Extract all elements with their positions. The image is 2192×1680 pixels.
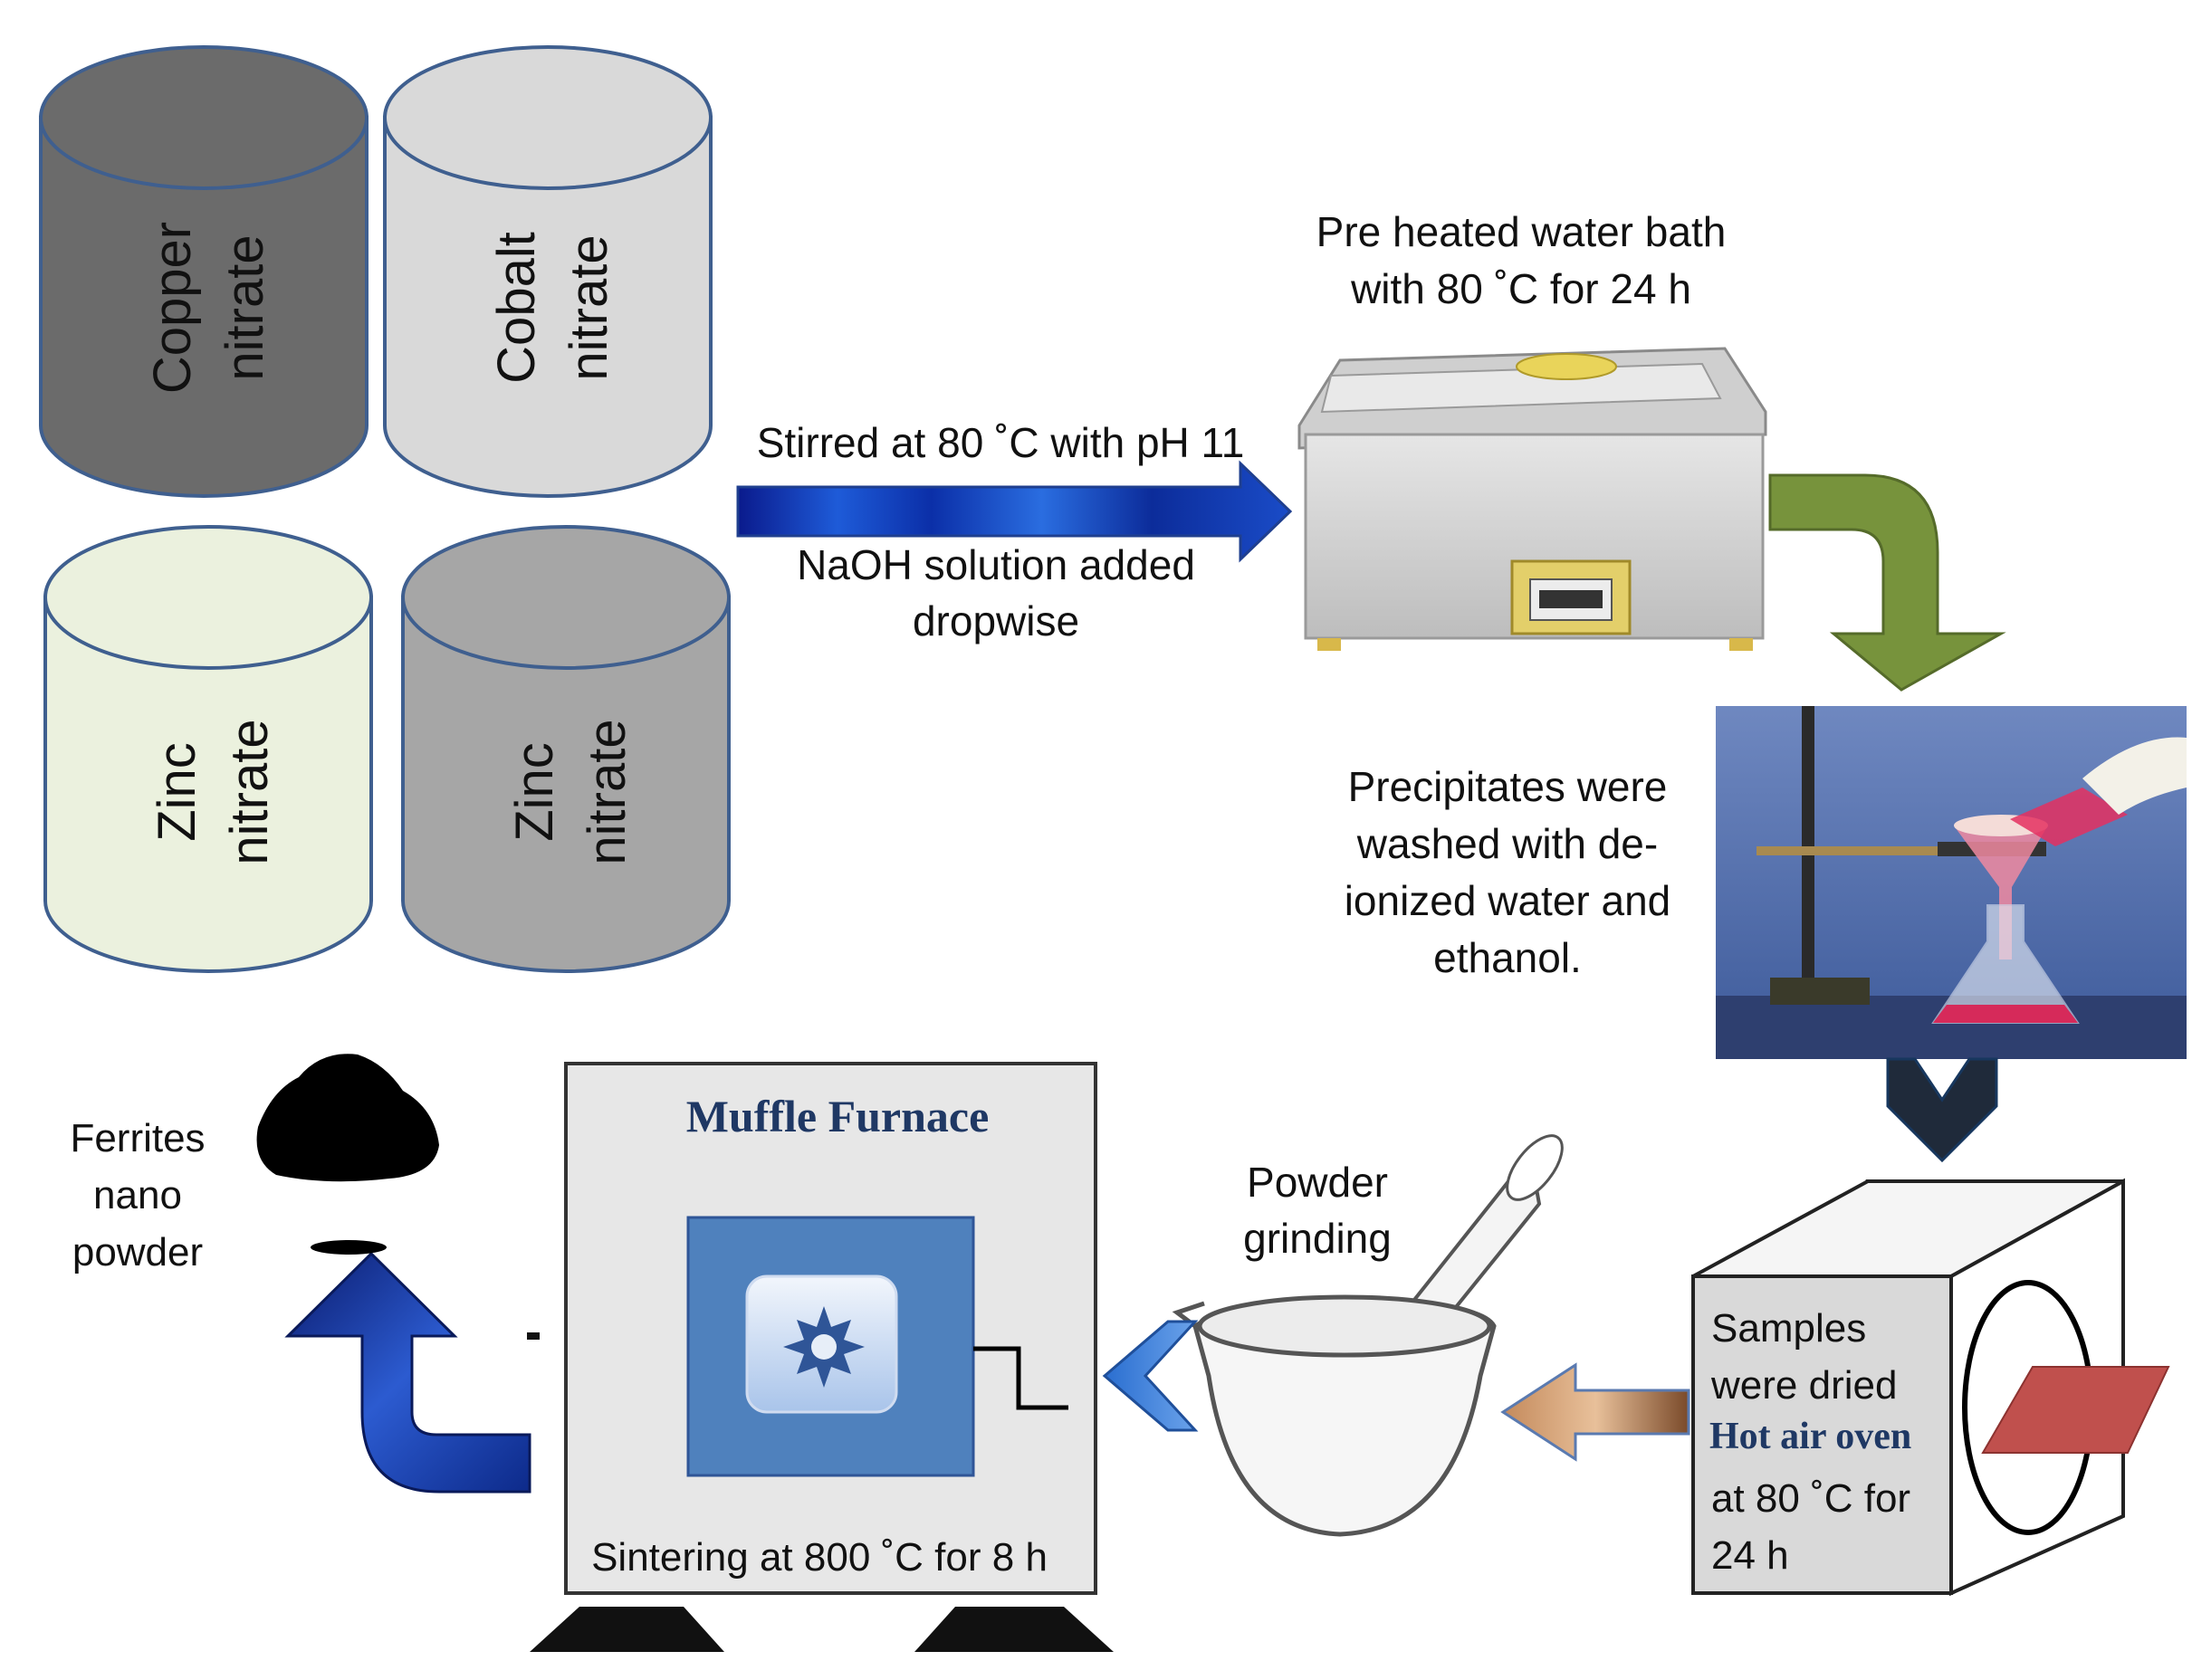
- washing-label-line3: ionized water and: [1345, 877, 1671, 924]
- up-arrow-icon: [284, 1251, 531, 1494]
- stirring-label: Stirred at 80 ˚C with pH 11: [757, 419, 1245, 466]
- grinding-label-line2: grinding: [1243, 1215, 1392, 1262]
- cylinder-label-line1: Copper: [143, 222, 202, 394]
- oven-label-line3: at 80 ˚C for: [1711, 1476, 1910, 1521]
- left-arrow-icon: [1500, 1362, 1690, 1462]
- powder-pile-icon: [256, 1054, 439, 1182]
- oven-tray: [1981, 1366, 2170, 1454]
- cylinder-zinc-nitrate-a: Zinc nitrate: [43, 525, 373, 973]
- oven-title: Hot air oven: [1709, 1416, 1911, 1457]
- water-bath-image: [1297, 347, 1767, 651]
- muffle-furnace-step: Muffle Furnace Sintering at 800 ˚C for 8…: [527, 1062, 1114, 1652]
- cylinder-label-line1: Cobalt: [487, 232, 546, 384]
- oven-label-line1: Samples: [1711, 1306, 1866, 1351]
- ferrites-product: Ferrites nano powder: [70, 1054, 439, 1274]
- water-bath-label-line2: with 80 ˚C for 24 h: [1350, 265, 1691, 312]
- mortar-and-pestle-icon: [1172, 1134, 1564, 1537]
- ferrites-label-line3: powder: [72, 1230, 203, 1274]
- cylinder-label-line1: Zinc: [505, 742, 564, 842]
- furnace-title: Muffle Furnace: [686, 1091, 990, 1141]
- furnace-foot-left: [530, 1607, 724, 1652]
- oven-box: [1691, 1178, 2170, 1597]
- water-bath-step: Pre heated water bath with 80 ˚C for 24 …: [1297, 208, 1767, 651]
- stirring-step: Stirred at 80 ˚C with pH 11 NaOH solutio…: [736, 419, 1293, 644]
- sintering-label: Sintering at 800 ˚C for 8 h: [591, 1535, 1048, 1580]
- naoh-label-line1: NaOH solution added: [797, 541, 1195, 588]
- cylinder-label-line1: Zinc: [148, 742, 206, 842]
- oven-label-line2: were dried: [1710, 1363, 1897, 1408]
- chevron-down-icon: [1886, 1057, 1998, 1163]
- hot-air-oven-step: Samples were dried Hot air oven at 80 ˚C…: [1691, 1178, 2170, 1597]
- filtration-photo: [1716, 706, 2187, 1059]
- furnace-foot-right: [914, 1607, 1114, 1652]
- cylinder-label-line2: nitrate: [215, 234, 274, 380]
- naoh-label-line2: dropwise: [913, 597, 1079, 644]
- cylinder-label-line2: nitrate: [578, 719, 637, 864]
- ferrites-label-line1: Ferrites: [70, 1116, 205, 1160]
- washing-label-line1: Precipitates were: [1348, 763, 1668, 810]
- cylinder-zinc-nitrate-b: Zinc nitrate: [401, 525, 731, 973]
- curved-down-arrow-icon: [1768, 473, 2006, 692]
- grinding-label-line1: Powder: [1247, 1159, 1388, 1206]
- oven-label-line4: 24 h: [1711, 1533, 1789, 1578]
- grinding-step: Powder grinding: [1172, 1134, 1564, 1537]
- furnace-wire: [973, 1346, 1068, 1410]
- cylinder-cobalt-nitrate: Cobalt nitrate: [383, 45, 713, 498]
- chevron-left-icon: [1102, 1320, 1199, 1432]
- washing-label-line4: ethanol.: [1433, 934, 1582, 981]
- washing-label-line2: washed with de-: [1356, 820, 1658, 867]
- cylinder-copper-nitrate: Copper nitrate: [39, 45, 369, 498]
- powder-smudge: [311, 1240, 387, 1255]
- ferrites-label-line2: nano: [93, 1173, 182, 1217]
- washing-step: Precipitates were washed with de- ionize…: [1345, 706, 2187, 1059]
- water-bath-label-line1: Pre heated water bath: [1316, 208, 1727, 255]
- cylinder-label-line2: nitrate: [220, 719, 279, 864]
- cylinder-label-line2: nitrate: [560, 234, 618, 380]
- right-arrow-icon: [736, 460, 1293, 563]
